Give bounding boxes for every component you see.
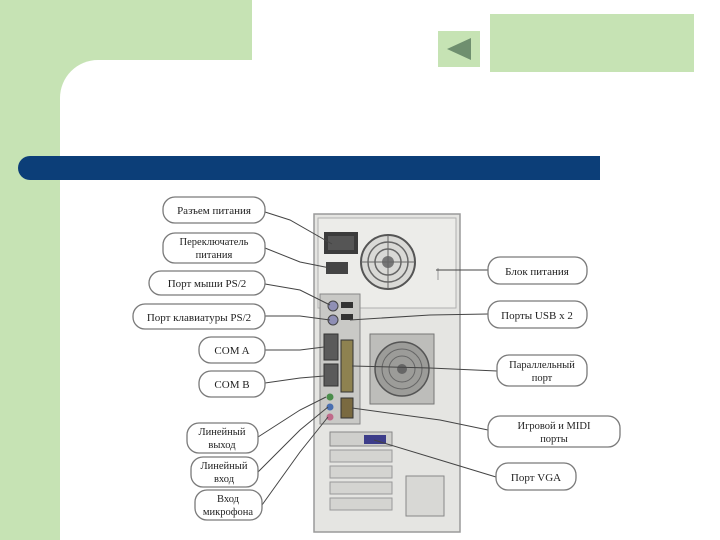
label-com-b: COM B — [214, 379, 249, 391]
label-power-switch-line2: питания — [196, 250, 233, 261]
callout-usb-ports: Порты USB x 2 — [487, 300, 588, 329]
leader-lines — [257, 211, 498, 506]
callout-power-switch: Переключатель питания — [162, 232, 266, 264]
label-line-out-line1: Линейный — [199, 427, 246, 438]
triangle-left-icon — [447, 38, 471, 60]
label-power-switch-line1: Переключатель — [180, 237, 249, 248]
label-mic-in-line2: микрофона — [203, 507, 254, 518]
callout-line-in: Линейный вход — [190, 456, 259, 488]
label-game-midi-line1: Игровой и MIDI — [518, 421, 591, 432]
label-power-connector: Разъем питания — [177, 205, 251, 217]
label-parallel-port-line2: порт — [532, 373, 553, 384]
callout-mic-in: Вход микрофона — [194, 489, 263, 521]
label-vga-port: Порт VGA — [511, 472, 561, 484]
label-line-in-line1: Линейный — [201, 461, 248, 472]
callout-com-b: COM B — [198, 370, 266, 398]
callout-power-supply: Блок питания — [487, 256, 588, 285]
callout-game-midi-ports: Игровой и MIDI порты — [487, 415, 621, 448]
callout-com-a: COM A — [198, 336, 266, 364]
label-com-a: COM A — [214, 345, 249, 357]
label-line-in-line2: вход — [214, 474, 235, 485]
label-ps2-keyboard: Порт клавиатуры PS/2 — [147, 312, 251, 324]
label-ps2-mouse: Порт мыши PS/2 — [168, 278, 247, 290]
label-game-midi-line2: порты — [540, 434, 568, 445]
callout-power-connector: Разъем питания — [162, 196, 266, 224]
header-bar — [18, 156, 600, 180]
label-mic-in-line1: Вход — [217, 494, 240, 505]
callout-parallel-port: Параллельный порт — [496, 354, 588, 387]
callout-ps2-mouse: Порт мыши PS/2 — [148, 270, 266, 296]
callout-ps2-keyboard: Порт клавиатуры PS/2 — [132, 303, 266, 330]
label-line-out-line2: выход — [208, 440, 236, 451]
back-button[interactable] — [438, 31, 480, 67]
callout-line-out: Линейный выход — [186, 422, 259, 454]
label-power-supply: Блок питания — [505, 266, 569, 278]
callout-vga-port: Порт VGA — [495, 462, 577, 491]
pc-case-illustration — [313, 213, 461, 533]
title-placeholder-box — [490, 14, 694, 72]
label-usb-ports: Порты USB x 2 — [501, 310, 573, 322]
label-parallel-port-line1: Параллельный — [509, 360, 575, 371]
